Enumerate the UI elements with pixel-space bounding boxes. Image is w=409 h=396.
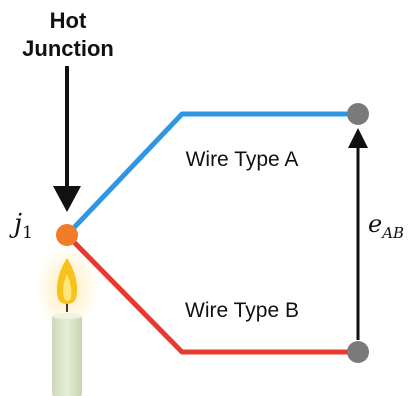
hot-junction-label-line1: Hot xyxy=(50,8,87,33)
wire-type-a-label: Wire Type A xyxy=(186,148,299,171)
wire-type-b-label: Wire Type B xyxy=(185,299,299,322)
voltage-symbol-sub: AB xyxy=(380,224,404,242)
junction-symbol: j1 xyxy=(9,209,33,243)
wire-type-a xyxy=(65,111,358,237)
junction-symbol-main: j xyxy=(9,209,22,239)
wire-type-b xyxy=(65,233,358,355)
hot-junction-dot xyxy=(56,224,78,246)
hot-junction-arrow xyxy=(53,66,81,212)
junction-symbol-sub: 1 xyxy=(22,223,33,243)
candle-top xyxy=(52,313,82,319)
voltage-symbol: eAB xyxy=(368,210,404,242)
voltage-arrow xyxy=(348,128,368,340)
flame-inner xyxy=(63,274,72,301)
terminal-b-dot xyxy=(347,341,369,363)
terminal-a-dot xyxy=(347,103,369,125)
hot-junction-label-line2: Junction xyxy=(22,36,114,61)
voltage-symbol-main: e xyxy=(368,210,382,238)
candle-icon xyxy=(52,316,82,396)
